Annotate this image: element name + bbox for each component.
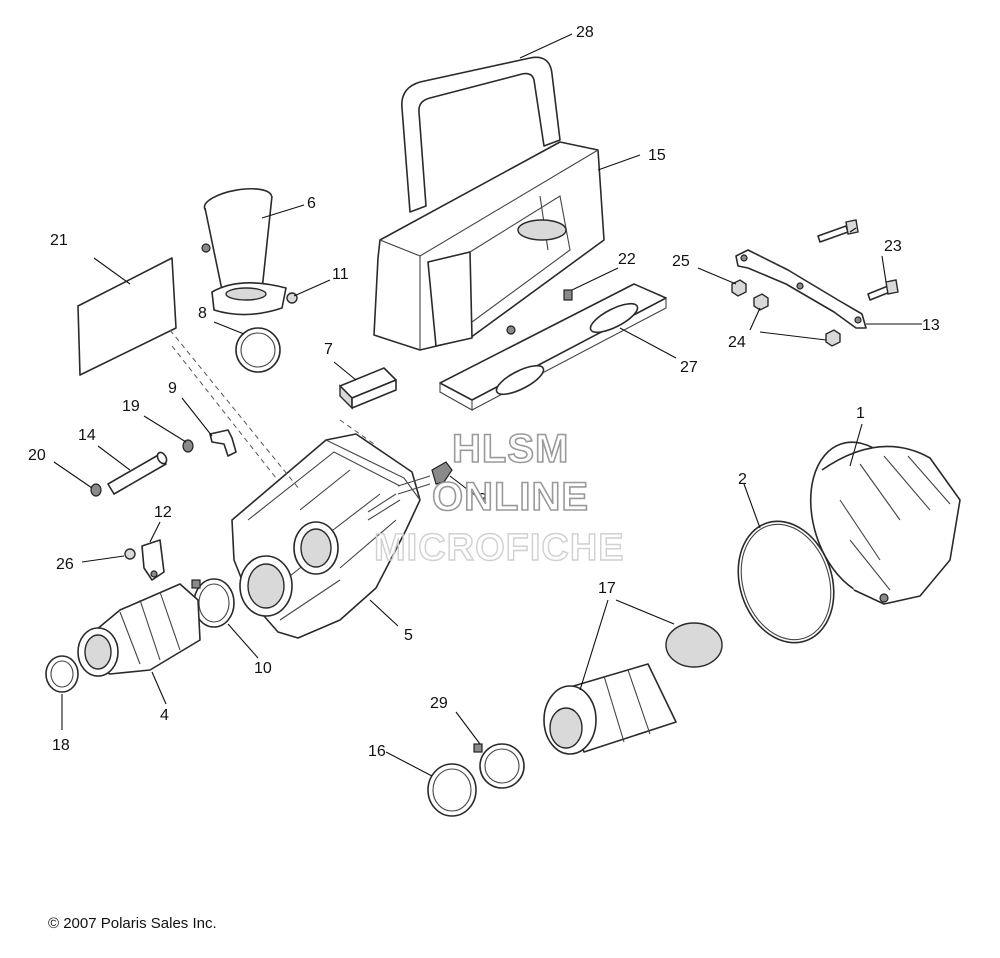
part-3-clip [397, 461, 453, 495]
callout-12: 12 [154, 504, 172, 521]
part-26-screw [124, 548, 136, 560]
part-15-cover [373, 141, 605, 351]
part-25-nut [731, 279, 747, 297]
part-23-bolts [817, 219, 899, 301]
part-17-filter [543, 622, 723, 755]
callout-24: 24 [728, 334, 746, 351]
callout-1: 1 [856, 405, 865, 422]
callout-13: 13 [922, 317, 940, 334]
part-7-block [339, 367, 397, 410]
callout-7: 7 [324, 341, 333, 358]
watermark: HLSM ONLINE MICROFICHE [373, 426, 625, 570]
callout-2: 2 [738, 471, 747, 488]
callout-26: 26 [56, 556, 74, 573]
callout-17: 17 [598, 580, 616, 597]
part-22-fastener [563, 289, 573, 301]
part-20-clamp [90, 483, 102, 497]
part-24-nuts [753, 293, 841, 347]
copyright-notice: © 2007 Polaris Sales Inc. [48, 915, 217, 932]
leader-lines [53, 33, 922, 777]
callout-3: 3 [478, 491, 487, 508]
callout-15: 15 [648, 147, 666, 164]
callout-14: 14 [78, 427, 96, 444]
part-27-plate [439, 283, 667, 411]
callout-20: 20 [28, 447, 46, 464]
part-1-end-cap [809, 441, 961, 605]
callout-22: 22 [618, 251, 636, 268]
callout-labels: 28 15 6 21 11 22 25 23 8 13 24 27 7 9 19… [28, 24, 940, 760]
callout-10: 10 [254, 660, 272, 677]
part-11-screw [286, 292, 298, 304]
part-14-hose [107, 451, 168, 495]
part-12-sensor [141, 539, 165, 581]
part-19-clamp [182, 439, 194, 453]
part-6-funnel [201, 187, 287, 316]
callout-18: 18 [52, 737, 70, 754]
callout-23: 23 [884, 238, 902, 255]
part-21-label [77, 257, 177, 376]
part-16-seal [427, 763, 477, 817]
part-4-boot [77, 583, 201, 677]
callout-25: 25 [672, 253, 690, 270]
callout-16: 16 [368, 743, 386, 760]
callout-5: 5 [404, 627, 413, 644]
part-18-clamp [45, 655, 79, 693]
callout-21: 21 [50, 232, 68, 249]
part-2-o-ring [737, 520, 835, 644]
callout-19: 19 [122, 398, 140, 415]
watermark-line2: ONLINE [432, 475, 589, 519]
callout-28: 28 [576, 24, 594, 41]
assembly-lines [169, 329, 375, 491]
callout-27: 27 [680, 359, 698, 376]
part-8-ring [235, 327, 281, 373]
callout-8: 8 [198, 305, 207, 322]
part-10-clamp [191, 578, 235, 628]
part-29-clamp [473, 743, 525, 789]
callout-4: 4 [160, 707, 169, 724]
part-13-bracket [735, 249, 867, 329]
callout-9: 9 [168, 380, 177, 397]
callout-29: 29 [430, 695, 448, 712]
watermark-line3: MICROFICHE [374, 527, 625, 569]
callout-6: 6 [307, 195, 316, 212]
watermark-line1: HLSM [452, 427, 569, 471]
part-5-housing [231, 433, 421, 639]
callout-11: 11 [332, 266, 349, 283]
part-9-elbow [209, 429, 237, 457]
part-28-handle [401, 56, 561, 213]
